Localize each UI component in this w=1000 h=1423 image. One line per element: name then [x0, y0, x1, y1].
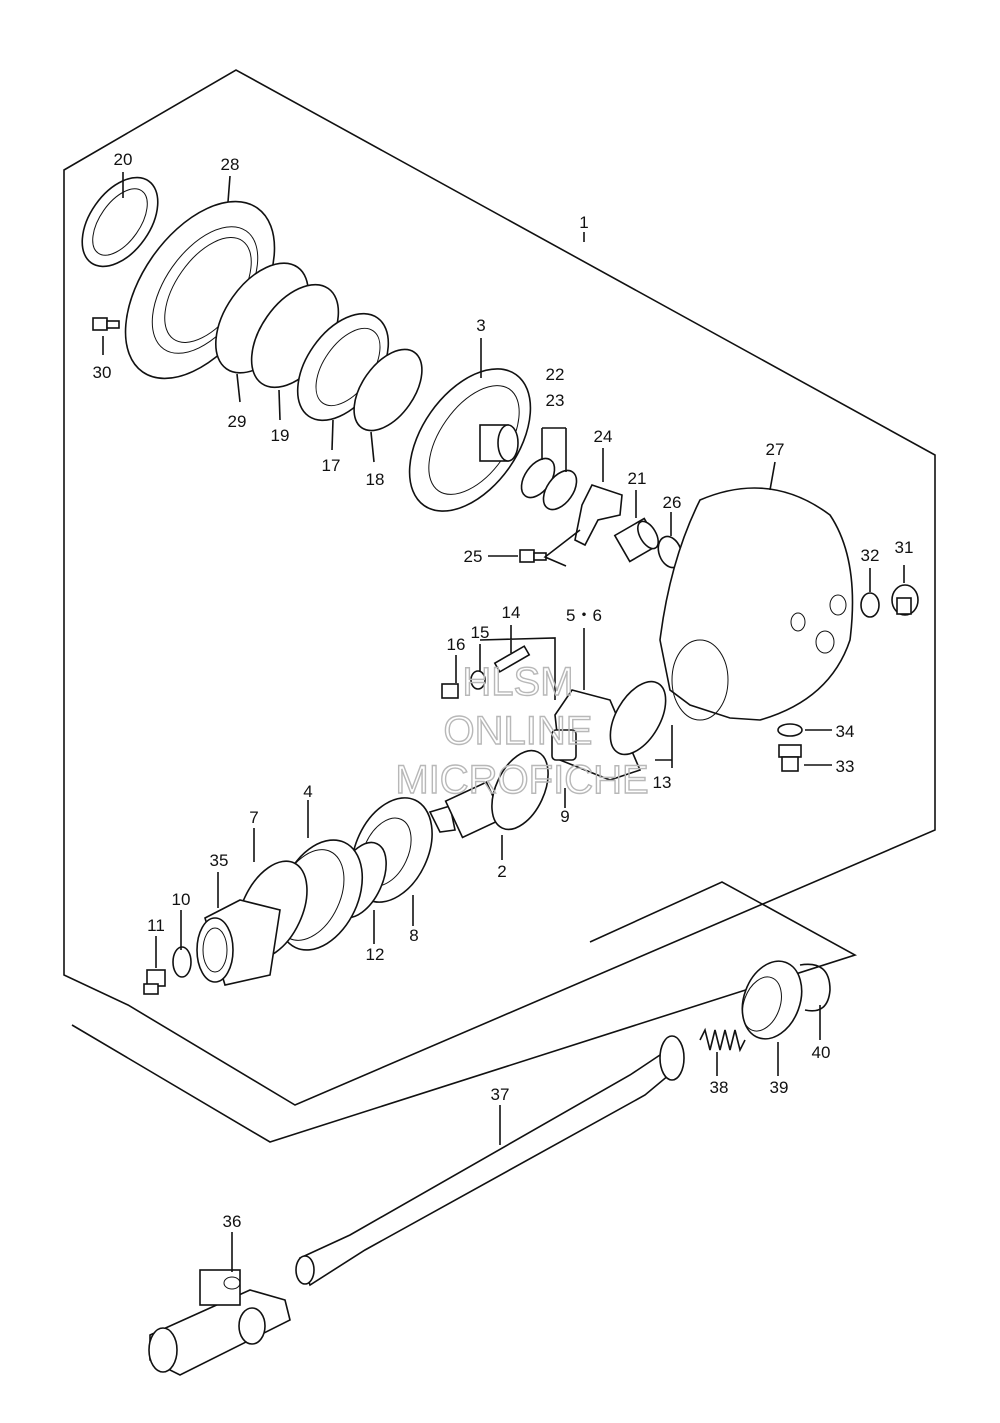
assembly-frame	[63, 69, 936, 1106]
label-2: 2	[497, 862, 506, 881]
label-17: 17	[322, 456, 341, 475]
bolt-25	[519, 549, 547, 563]
bearing-9	[551, 729, 577, 761]
shim-23	[542, 469, 578, 511]
watermark-line-1: HLSM	[462, 660, 573, 704]
leader-lines	[102, 172, 905, 1272]
spring-38	[699, 1027, 746, 1053]
driveshaft-frame	[71, 881, 858, 1143]
label-8: 8	[409, 926, 418, 945]
drive-shaft-37	[295, 1035, 685, 1287]
label-38: 38	[710, 1078, 729, 1097]
label-4: 4	[303, 782, 312, 801]
needle-bearing-21	[613, 517, 661, 563]
nut-16	[441, 683, 459, 699]
label-30: 30	[93, 363, 112, 382]
pinion-gear-2	[428, 749, 549, 839]
label-3: 3	[476, 316, 485, 335]
bushing-39	[741, 960, 803, 1040]
label-32: 32	[861, 546, 880, 565]
label-25: 25	[464, 547, 483, 566]
universal-joint-36	[148, 1269, 291, 1376]
label-11: 11	[147, 916, 165, 935]
shim-18	[353, 348, 423, 432]
label-12: 12	[366, 945, 385, 964]
sleeve-35	[196, 899, 281, 986]
label-18: 18	[366, 470, 385, 489]
label-22: 22	[546, 365, 565, 384]
watermark: HLSM ONLINE MICROFICHE	[395, 659, 650, 802]
stud-14	[493, 645, 531, 673]
label-33: 33	[836, 757, 855, 776]
label-20: 20	[114, 150, 133, 169]
label-29: 29	[228, 412, 247, 431]
washer-10	[172, 946, 192, 978]
plug-31	[891, 584, 919, 616]
ring-gear-3	[408, 368, 532, 512]
label-19: 19	[271, 426, 290, 445]
watermark-line-2: ONLINE	[444, 709, 593, 753]
label-31: 31	[895, 538, 914, 557]
gasket-34	[777, 723, 803, 737]
label-23: 23	[546, 391, 565, 410]
circlip-40	[799, 963, 831, 1012]
label-39: 39	[770, 1078, 789, 1097]
label-1: 1	[579, 213, 588, 232]
label-21: 21	[628, 469, 647, 488]
label-40: 40	[812, 1043, 831, 1062]
part-labels: 1 20 28 30 29 19 17 18 3 22 23 24 21 26 …	[93, 150, 914, 1231]
label-5-6: 5・6	[566, 606, 602, 625]
label-34: 34	[836, 722, 855, 741]
label-13: 13	[653, 773, 672, 792]
nut-11	[143, 969, 166, 995]
label-28: 28	[221, 155, 240, 174]
label-36: 36	[223, 1212, 242, 1231]
gear-case-27	[659, 487, 854, 721]
shim-13	[609, 680, 667, 756]
label-26: 26	[663, 493, 682, 512]
label-24: 24	[594, 427, 613, 446]
label-10: 10	[172, 890, 191, 909]
label-16: 16	[447, 635, 466, 654]
label-9: 9	[560, 807, 569, 826]
washer-15	[470, 670, 486, 690]
gasket-32	[860, 592, 880, 618]
stopper-24	[574, 484, 623, 547]
bolt-30	[92, 317, 120, 331]
label-15: 15	[471, 623, 490, 642]
oil-seal-20	[81, 176, 159, 268]
label-7: 7	[249, 808, 258, 827]
plug-33	[778, 744, 802, 772]
watermark-line-3: MICROFICHE	[395, 758, 648, 802]
label-14: 14	[502, 603, 521, 622]
label-35: 35	[210, 851, 229, 870]
label-37: 37	[491, 1085, 510, 1104]
label-27: 27	[766, 440, 785, 459]
